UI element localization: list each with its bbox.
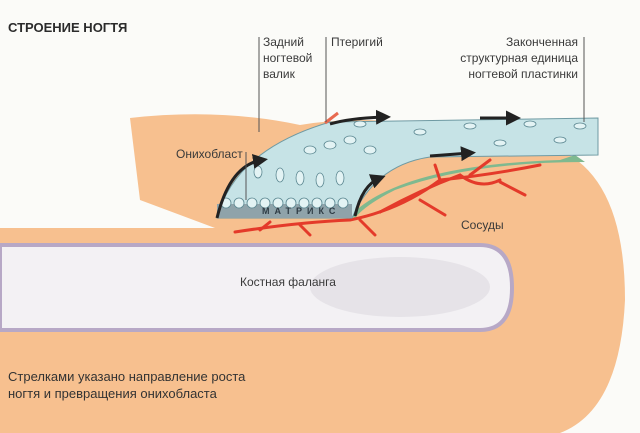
label-line: Задний <box>263 35 304 49</box>
label-line: Законченная <box>506 35 578 49</box>
label-finished-unit: Законченная структурная единица ногтевой… <box>460 34 578 82</box>
label-posterior-nail-fold: Задний ногтевой валик <box>263 34 312 82</box>
growth-arrows <box>215 109 521 219</box>
label-line: ногтевой <box>263 51 313 65</box>
label-line: структурная единица <box>460 51 578 65</box>
diagram-title: СТРОЕНИЕ НОГТЯ <box>8 20 128 35</box>
caption-line: Стрелками указано направление роста <box>8 369 246 384</box>
nail-bed <box>350 155 585 218</box>
pterygium <box>324 111 339 125</box>
caption: Стрелками указано направление роста ногт… <box>8 368 245 402</box>
onychoblast-cells <box>220 120 587 209</box>
label-onychoblast: Онихобласт <box>176 147 243 161</box>
label-vessels: Сосуды <box>461 218 504 232</box>
caption-line: ногтя и превращения онихобласта <box>8 386 217 401</box>
blood-vessels <box>233 158 542 237</box>
label-bone: Костная фаланга <box>240 275 336 289</box>
label-line: валик <box>263 67 295 81</box>
label-pterygium: Птеригий <box>331 35 383 49</box>
label-matrix: МАТРИКС <box>262 206 341 216</box>
label-line: ногтевой пластинки <box>468 67 578 81</box>
leader-lines <box>245 37 585 200</box>
